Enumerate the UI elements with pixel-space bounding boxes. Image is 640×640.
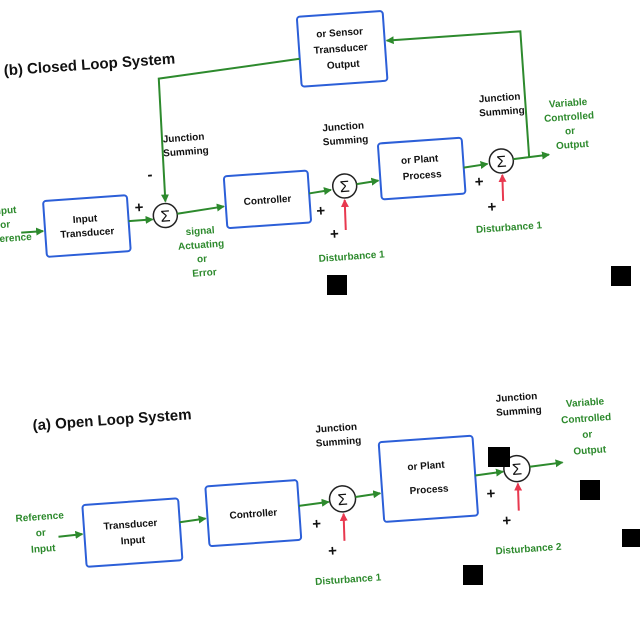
open-disturbance-1-arrow xyxy=(339,512,348,541)
open-loop-diagram: (a) Open Loop System Reference or Input … xyxy=(15,391,617,588)
open-arrow-to-sum2 xyxy=(475,468,505,477)
open-sum2-label: Junction Summing xyxy=(495,391,542,419)
open-output-arrow xyxy=(529,459,564,468)
open-arrow-to-sum1 xyxy=(298,498,330,507)
svg-text:Controller: Controller xyxy=(229,507,278,521)
open-process-block: or Plant Process xyxy=(377,434,479,523)
noise-block xyxy=(622,529,640,547)
closed-controller-block: Controller xyxy=(222,169,312,230)
closed-input-transducer-block: Input Transducer xyxy=(42,194,132,258)
closed-arrow-to-sum1 xyxy=(128,215,154,224)
noise-block xyxy=(580,480,600,500)
closed-arrow-to-sum3 xyxy=(463,161,489,169)
closed-error-label: signal Actuating or Error xyxy=(177,224,229,280)
closed-output-transducer-block: or Sensor Transducer Output xyxy=(296,10,389,88)
svg-text:Σ: Σ xyxy=(337,492,348,510)
closed-output-arrow xyxy=(513,151,551,161)
open-disturbance-1-label: Disturbance 1 xyxy=(315,572,382,588)
open-sum2-plus-left: + xyxy=(486,485,496,503)
open-summing-junction-1: Σ xyxy=(328,485,357,513)
open-summing-junction-2: Σ xyxy=(503,454,531,483)
open-sum1-plus-left: + xyxy=(312,515,322,533)
noise-block xyxy=(463,565,483,585)
closed-input-arrow xyxy=(21,227,45,236)
closed-sum3-plus-bottom: + xyxy=(487,198,497,216)
closed-feedback-line-top xyxy=(385,30,531,158)
svg-text:or Sensor Transducer: or Sensor Transducer Output xyxy=(312,26,372,73)
open-arrow-to-controller xyxy=(179,515,207,524)
open-input-transducer-block: Transducer Input xyxy=(81,497,184,568)
svg-text:Transducer Input: Transducer Input xyxy=(103,518,161,549)
svg-text:or Plant Process: or Plant Process xyxy=(401,153,443,183)
closed-summing-junction-1: Σ xyxy=(152,202,179,229)
closed-arrow-to-controller xyxy=(177,203,225,215)
closed-sum2-label: Junction Summing xyxy=(322,120,369,148)
closed-sum2-plus-bottom: + xyxy=(329,225,339,243)
closed-loop-title: (b) Closed Loop System xyxy=(3,50,175,79)
closed-loop-diagram: (b) Closed Loop System Input or Referenc… xyxy=(0,10,599,280)
closed-sum3-label: Junction Summing xyxy=(478,91,525,119)
closed-input-label: Input or Reference xyxy=(0,204,33,246)
svg-text:Controller: Controller xyxy=(243,194,292,208)
open-sum2-plus-bottom: + xyxy=(502,512,512,530)
svg-text:Σ: Σ xyxy=(339,179,350,197)
closed-arrow-to-sum2 xyxy=(308,187,332,195)
closed-summing-junction-3: Σ xyxy=(488,148,515,174)
closed-disturbance-1-arrow xyxy=(340,198,349,231)
closed-disturbance-1-label: Disturbance 1 xyxy=(318,249,385,265)
closed-sum1-label: Junction Summing xyxy=(162,131,209,159)
closed-summing-junction-2: Σ xyxy=(331,173,358,199)
open-input-label: Reference or Input xyxy=(15,510,69,556)
closed-sum2-plus-left: + xyxy=(316,202,326,220)
noise-block xyxy=(327,275,347,295)
closed-feedback-line-return xyxy=(157,57,300,203)
closed-sum1-minus: - xyxy=(147,166,153,183)
closed-arrow-to-process xyxy=(356,177,380,186)
open-disturbance-2-arrow xyxy=(514,482,523,511)
open-disturbance-2-label: Disturbance 2 xyxy=(495,542,562,558)
open-output-label: Variable Controlled or Output xyxy=(560,396,617,459)
svg-text:or Plant Process: or Plant Process xyxy=(407,459,449,497)
open-input-arrow xyxy=(58,530,84,539)
svg-text:Input Transducer: Input Transducer xyxy=(59,212,115,241)
open-controller-block: Controller xyxy=(204,479,303,548)
open-sum1-plus-bottom: + xyxy=(328,542,338,560)
noise-block xyxy=(611,266,631,286)
svg-text:Σ: Σ xyxy=(511,461,522,479)
noise-block xyxy=(488,447,510,467)
closed-output-label: Variable Controlled or Output xyxy=(543,96,599,153)
closed-sum3-plus-left: + xyxy=(474,173,484,191)
svg-text:Σ: Σ xyxy=(496,154,507,172)
closed-process-block: or Plant Process xyxy=(377,136,467,201)
closed-disturbance-2-arrow xyxy=(498,173,507,201)
open-arrow-to-process xyxy=(355,490,382,499)
closed-sum1-plus: + xyxy=(134,199,144,217)
open-sum1-label: Junction Summing xyxy=(315,421,362,449)
open-loop-title: (a) Open Loop System xyxy=(32,406,192,434)
closed-disturbance-2-label: Disturbance 1 xyxy=(476,220,543,236)
svg-text:Σ: Σ xyxy=(160,208,171,226)
